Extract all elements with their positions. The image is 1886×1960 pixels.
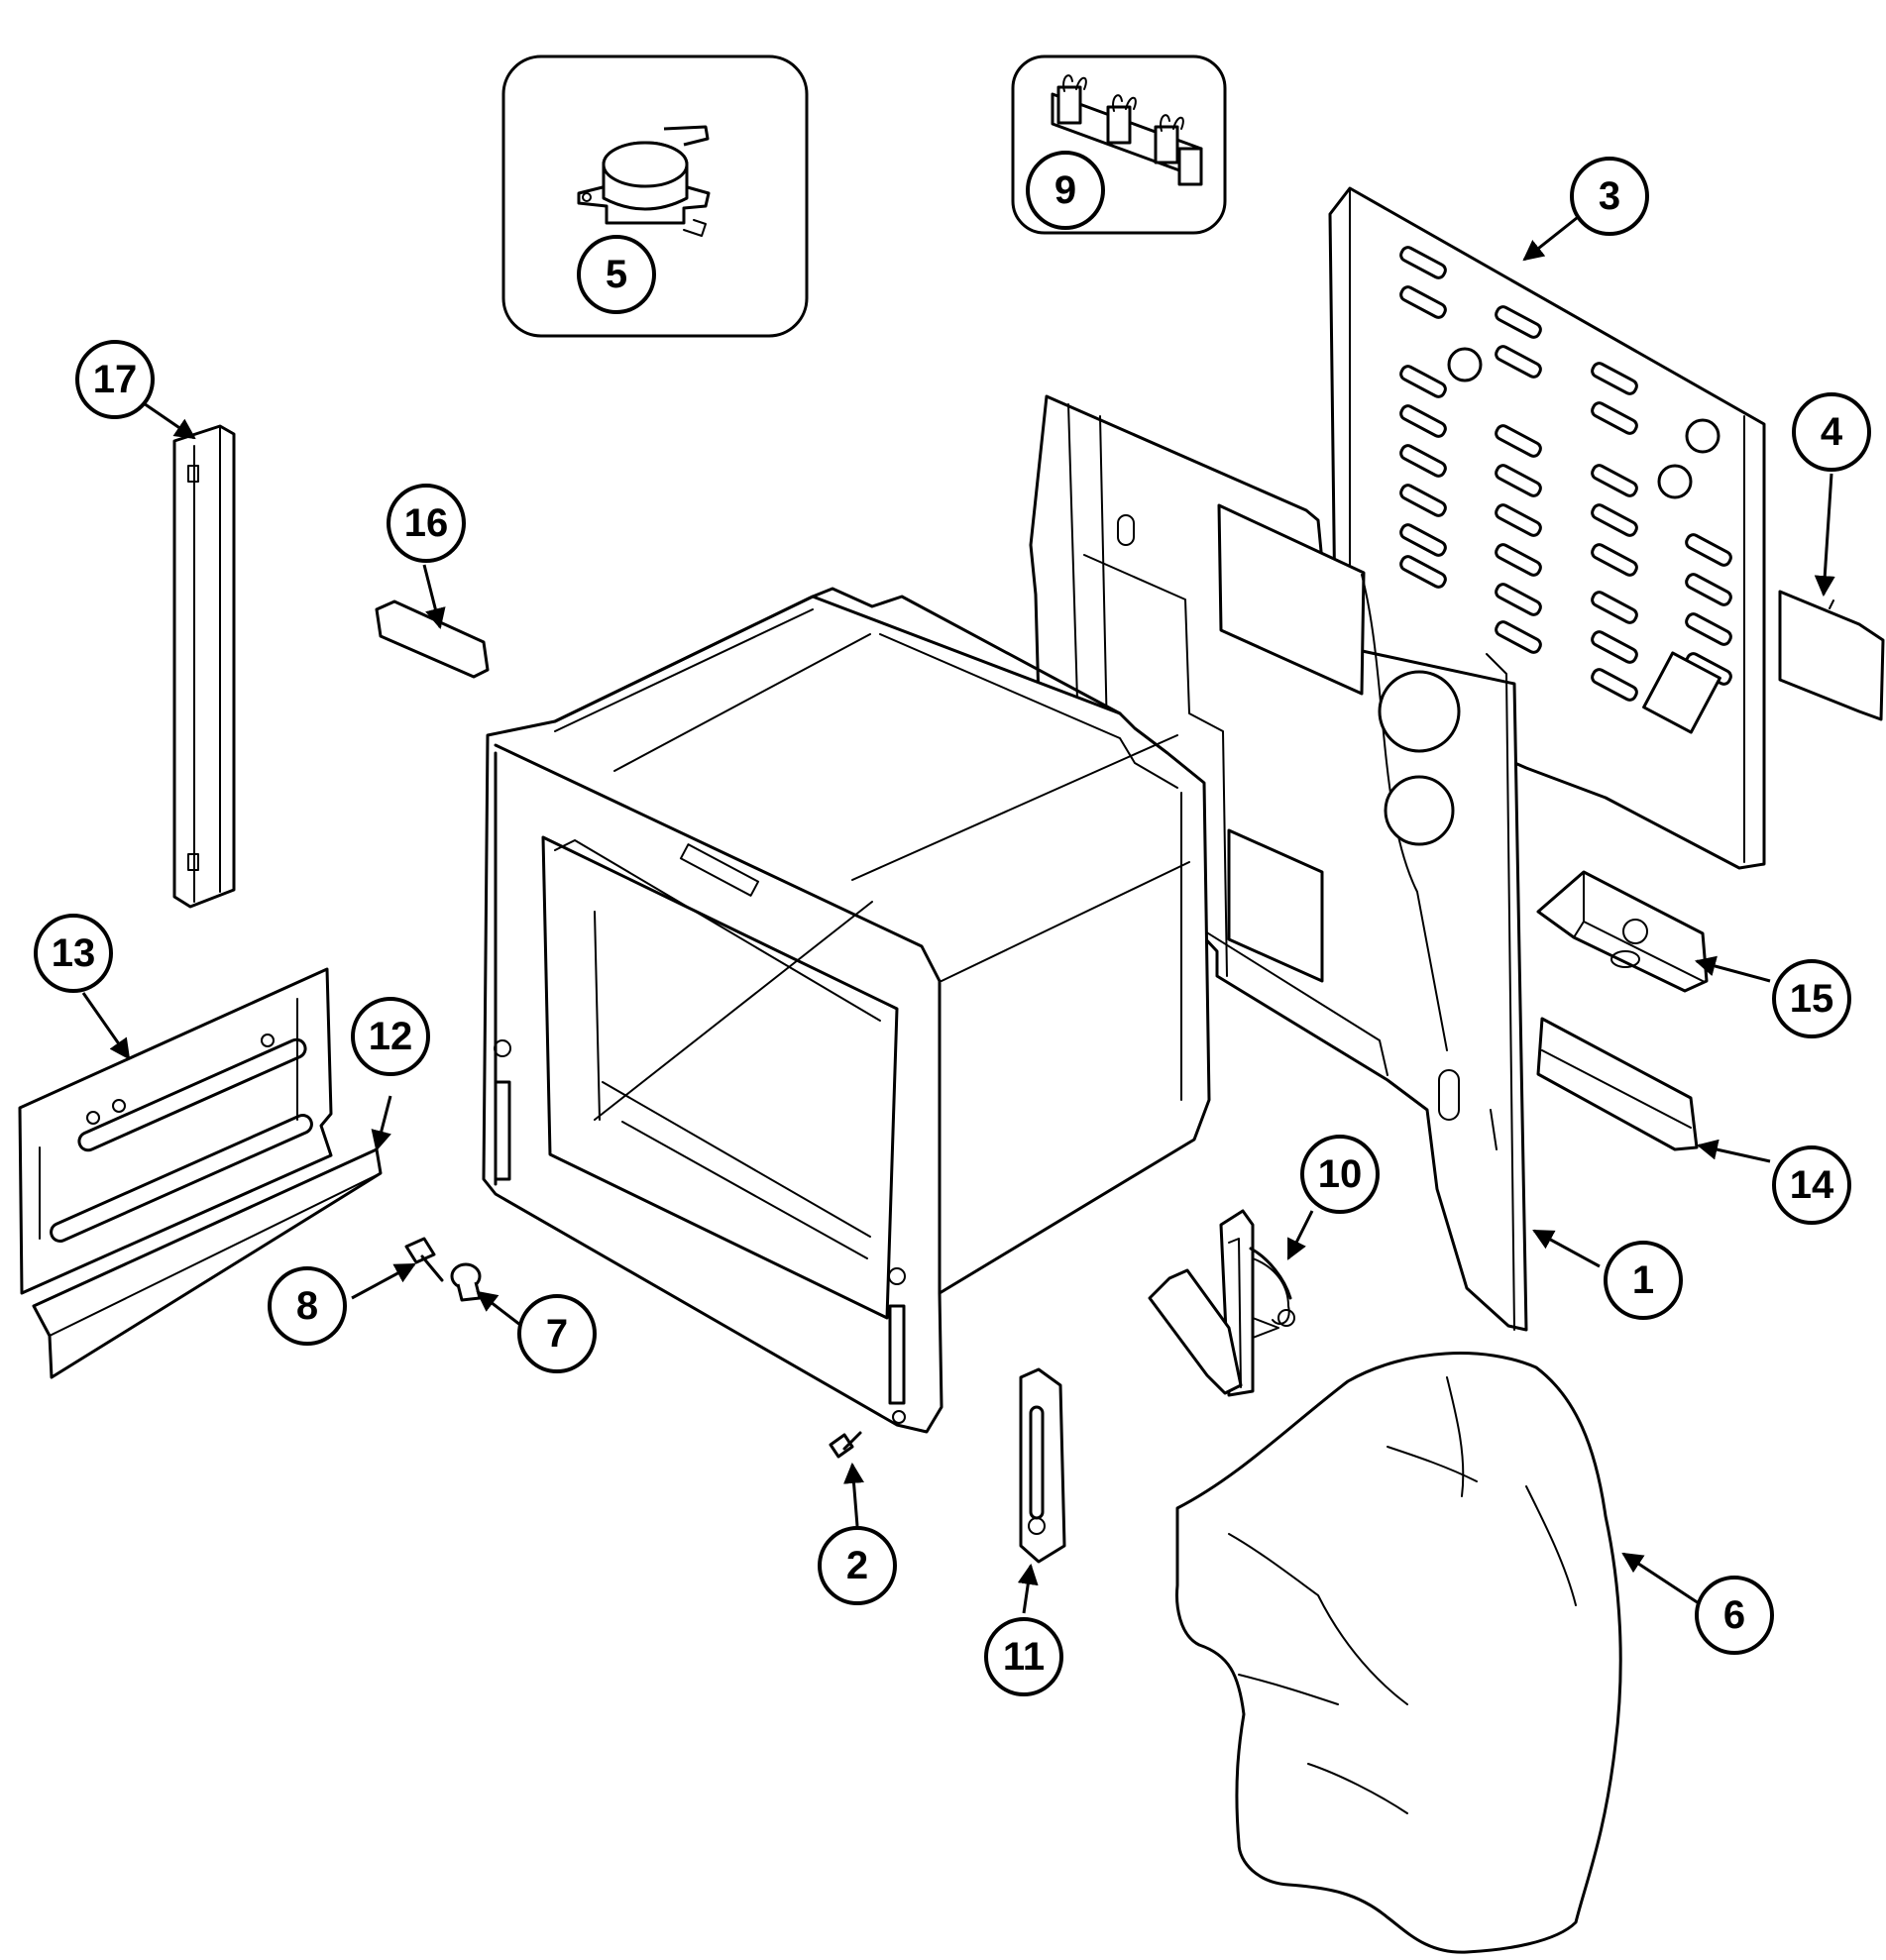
callout-8-label: 8 xyxy=(296,1284,318,1328)
callout-15-label: 15 xyxy=(1790,977,1834,1021)
callout-10: 10 xyxy=(1300,1135,1380,1214)
limit-switch-drawing xyxy=(577,125,711,237)
callout-16: 16 xyxy=(387,484,466,563)
callout-1: 1 xyxy=(1604,1241,1683,1320)
callout-5-label: 5 xyxy=(606,253,627,296)
leader-lines xyxy=(81,212,1835,1614)
callout-15: 15 xyxy=(1772,959,1851,1038)
part-10-hinge xyxy=(1148,1209,1295,1397)
callout-5: 5 xyxy=(577,235,656,314)
callout-4-label: 4 xyxy=(1821,410,1843,454)
part-4-cover-plate xyxy=(1778,590,1885,721)
callout-4: 4 xyxy=(1792,392,1871,472)
callout-10-label: 10 xyxy=(1318,1152,1363,1196)
callout-7: 7 xyxy=(517,1294,597,1373)
callout-2-label: 2 xyxy=(846,1544,868,1587)
part-16-cap xyxy=(375,599,490,679)
callout-1-label: 1 xyxy=(1632,1258,1654,1302)
callout-16-label: 16 xyxy=(404,501,449,545)
callout-12-label: 12 xyxy=(369,1015,413,1058)
callout-14: 14 xyxy=(1772,1145,1851,1225)
callout-12: 12 xyxy=(351,997,430,1076)
callout-9-label: 9 xyxy=(1054,168,1076,212)
part-17-side-rail xyxy=(172,424,236,909)
part-14-angle-rail xyxy=(1536,1017,1699,1151)
callout-8: 8 xyxy=(268,1266,347,1346)
callout-3: 3 xyxy=(1570,157,1649,236)
callout-3-label: 3 xyxy=(1599,174,1620,218)
callout-17: 17 xyxy=(75,340,155,419)
part-11-slot-bracket xyxy=(1019,1367,1066,1564)
inset-box-part-5 xyxy=(501,54,809,338)
part-7-bushing xyxy=(450,1262,482,1302)
inset-box-part-9 xyxy=(1011,54,1227,235)
part-6-insulation-blanket xyxy=(1175,1352,1622,1954)
callout-7-label: 7 xyxy=(546,1312,568,1356)
part-15-bracket xyxy=(1536,870,1709,993)
part-8-screw xyxy=(404,1237,444,1282)
part-1-side-panel xyxy=(1029,394,1528,1332)
part-13-front-panel xyxy=(18,967,333,1295)
callout-17-label: 17 xyxy=(93,358,138,401)
oven-cavity xyxy=(482,587,1211,1434)
callout-11: 11 xyxy=(984,1617,1063,1696)
callout-9: 9 xyxy=(1026,151,1105,230)
callout-14-label: 14 xyxy=(1790,1163,1834,1207)
callout-6: 6 xyxy=(1695,1576,1774,1655)
vent-slots xyxy=(1399,246,1732,702)
callout-13: 13 xyxy=(34,914,113,993)
callout-13-label: 13 xyxy=(52,931,96,975)
terminal-block-drawing xyxy=(1051,74,1203,186)
callout-11-label: 11 xyxy=(1003,1635,1045,1679)
callout-6-label: 6 xyxy=(1723,1593,1745,1637)
part-2-screw xyxy=(829,1431,862,1459)
callout-2: 2 xyxy=(818,1526,897,1605)
